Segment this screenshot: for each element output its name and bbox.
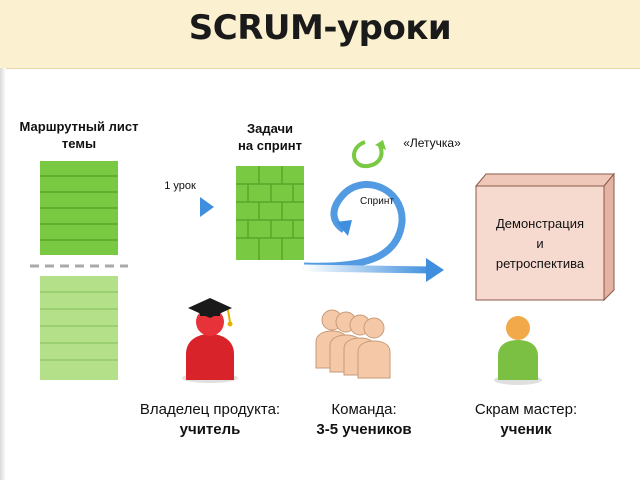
standup-loop-arrowhead xyxy=(375,140,386,150)
route-sheet-label-line1: Маршрутный лист xyxy=(19,119,139,134)
page-edge-shadow xyxy=(0,68,6,480)
to-review-arrow xyxy=(303,264,433,274)
route-sheet-active xyxy=(40,161,118,255)
title-banner: SCRUM-уроки xyxy=(0,0,640,69)
review-box-line3: ретроспектива xyxy=(495,256,585,271)
route-sheet-label: Маршрутный лист темы xyxy=(14,118,144,152)
tasks-label-line2: на спринт xyxy=(238,138,302,153)
product-owner-who: учитель xyxy=(179,421,241,438)
product-owner-icon xyxy=(182,298,238,383)
one-lesson-arrowhead xyxy=(200,197,214,217)
sprint-loop-arrowhead xyxy=(336,220,352,236)
product-owner-role: Владелец продукта: xyxy=(139,401,281,418)
team-who: 3-5 учеников xyxy=(316,421,412,438)
team-icon xyxy=(315,309,391,379)
standup-loop-arrow xyxy=(352,140,384,169)
to-review-arrowhead xyxy=(426,258,444,282)
sprint-task-board xyxy=(236,166,304,260)
sprint-label: Спринт xyxy=(360,196,394,207)
review-box-line1: Демонстрация xyxy=(495,216,585,231)
team-role: Команда: xyxy=(331,401,397,418)
route-sheet-label-line2: темы xyxy=(61,136,97,151)
scrum-master-label: Скрам мастер: ученик xyxy=(456,400,596,440)
scrum-master-role: Скрам мастер: xyxy=(474,401,578,418)
one-lesson-label: 1 урок xyxy=(164,180,196,192)
page-title: SCRUM-уроки xyxy=(188,8,452,48)
scrum-master-icon xyxy=(494,316,542,385)
product-owner-label: Владелец продукта: учитель xyxy=(120,400,300,440)
tasks-label: Задачи на спринт xyxy=(222,120,318,154)
review-box-line2: и xyxy=(536,236,544,251)
review-box xyxy=(474,172,616,302)
route-sheet-backlog xyxy=(40,276,118,380)
sprint-loop-arrow xyxy=(303,181,406,270)
review-box-label: Демонстрация и ретроспектива xyxy=(476,214,604,274)
tasks-label-line1: Задачи xyxy=(246,121,294,136)
standup-label: «Летучка» xyxy=(403,136,461,150)
scrum-master-who: ученик xyxy=(500,421,552,438)
team-label: Команда: 3-5 учеников xyxy=(294,400,434,440)
